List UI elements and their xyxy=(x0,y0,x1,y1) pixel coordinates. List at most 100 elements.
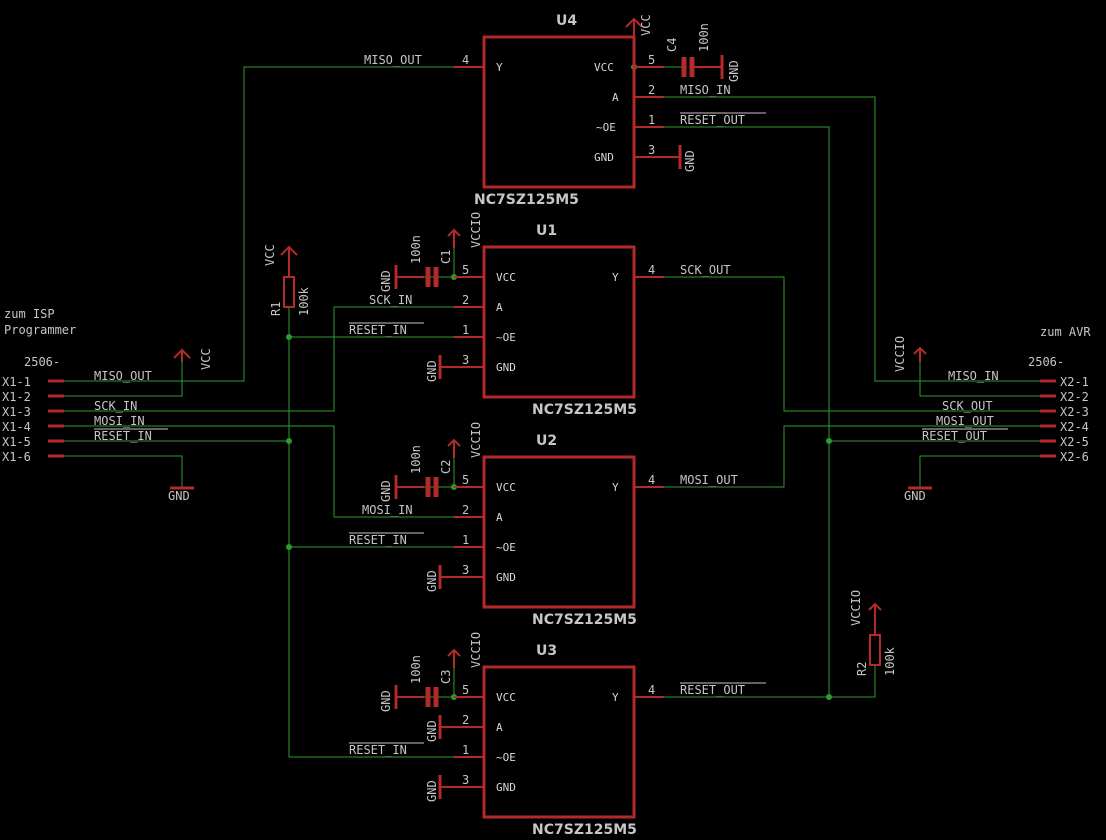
svg-text:GND: GND xyxy=(683,150,697,172)
net-label-sck-in-x1: SCK_IN xyxy=(94,399,137,413)
net-label-mosi-in-x1: MOSI_IN xyxy=(94,414,145,428)
svg-text:C4: C4 xyxy=(665,38,679,52)
supply-vcc-x1: VCC xyxy=(173,348,213,370)
net-label-mosi-out: MOSI_OUT xyxy=(680,473,738,487)
svg-text:R2: R2 xyxy=(855,662,869,676)
net-label-miso-out-x1: MISO_OUT xyxy=(94,369,152,383)
ic-u2-part: NC7SZ125M5 xyxy=(532,612,637,628)
svg-text:2: 2 xyxy=(462,503,469,517)
svg-text:2: 2 xyxy=(648,83,655,97)
ic-u1-part: NC7SZ125M5 xyxy=(532,402,637,418)
svg-text:5: 5 xyxy=(462,263,469,277)
svg-text:~OE: ~OE xyxy=(496,541,516,554)
svg-text:1: 1 xyxy=(462,743,469,757)
svg-text:VCCIO: VCCIO xyxy=(469,212,483,248)
svg-text:R1: R1 xyxy=(269,302,283,316)
svg-text:Y: Y xyxy=(496,61,503,74)
gnd-u3-pin3: GND xyxy=(425,775,442,802)
wire-miso-in xyxy=(634,96,1040,382)
svg-text:VCCIO: VCCIO xyxy=(849,590,863,626)
net-label-miso-in-x2: MISO_IN xyxy=(948,369,999,383)
x2-pin-4: X2-4 xyxy=(1060,420,1089,434)
resistor-r1: R1 100k xyxy=(269,260,311,316)
svg-text:100k: 100k xyxy=(297,286,311,316)
net-label-reset-in-u3: RESET_IN xyxy=(349,743,407,757)
x1-pin-6: X1-6 xyxy=(2,450,31,464)
svg-text:A: A xyxy=(496,511,503,524)
svg-text:GND: GND xyxy=(425,570,439,592)
svg-text:GND: GND xyxy=(425,780,439,802)
ic-u2-name: U2 xyxy=(536,433,557,449)
wire-reset-in xyxy=(62,307,484,758)
svg-text:~OE: ~OE xyxy=(596,121,616,134)
svg-text:VCC: VCC xyxy=(639,14,653,36)
wire-miso-out xyxy=(62,66,484,382)
x2-pin-3: X2-3 xyxy=(1060,405,1089,419)
net-label-sck-out-x2: SCK_OUT xyxy=(942,399,993,413)
svg-text:GND: GND xyxy=(496,781,516,794)
svg-text:Y: Y xyxy=(612,271,619,284)
capacitor-c4: C4 100n xyxy=(665,23,711,77)
svg-text:5: 5 xyxy=(648,53,655,67)
svg-text:2: 2 xyxy=(462,293,469,307)
net-label-reset-in-x1: RESET_IN xyxy=(94,429,152,443)
svg-text:VCCIO: VCCIO xyxy=(469,632,483,668)
svg-text:3: 3 xyxy=(648,143,655,157)
svg-text:4: 4 xyxy=(462,53,469,67)
connector-x2: zum AVR 2506- X2-1 X2-2 X2-3 X2-4 X2-5 X… xyxy=(1028,325,1091,464)
capacitor-c3: C3 100n xyxy=(409,655,453,707)
ic-u3-part: NC7SZ125M5 xyxy=(532,822,637,838)
svg-text:C1: C1 xyxy=(439,250,453,264)
x2-pin-1: X2-1 xyxy=(1060,375,1089,389)
svg-text:A: A xyxy=(612,91,619,104)
svg-text:~OE: ~OE xyxy=(496,751,516,764)
wire-mosi-in xyxy=(62,425,484,518)
x2-pin-5: X2-5 xyxy=(1060,435,1089,449)
x2-pin-2: X2-2 xyxy=(1060,390,1089,404)
svg-text:3: 3 xyxy=(462,563,469,577)
svg-text:GND: GND xyxy=(379,690,393,712)
gnd-u3-pin2: GND xyxy=(425,715,442,742)
gnd-c3: GND xyxy=(379,685,424,712)
ic-u2[interactable]: U2 NC7SZ125M5 VCC A ~OE GND Y 5 2 1 3 4 xyxy=(440,433,664,628)
svg-text:GND: GND xyxy=(727,60,741,82)
svg-text:~OE: ~OE xyxy=(496,331,516,344)
svg-text:5: 5 xyxy=(462,473,469,487)
wire-x1-vcc-gnd xyxy=(62,360,183,488)
gnd-u4-pin3: GND xyxy=(678,145,697,172)
svg-text:C2: C2 xyxy=(439,460,453,474)
gnd-c1: GND xyxy=(379,265,424,292)
junction-dots xyxy=(286,64,832,700)
svg-text:VCC: VCC xyxy=(263,244,277,266)
ic-u4[interactable]: U4 NC7SZ125M5 Y VCC A ~OE GND 4 5 2 1 3 xyxy=(454,13,680,208)
gnd-c2: GND xyxy=(379,475,424,502)
supply-vccio-x2: VCCIO xyxy=(893,336,927,372)
net-labels: MISO_OUT MISO_IN RESET_OUT SCK_IN RESET_… xyxy=(94,53,1008,757)
svg-text:GND: GND xyxy=(425,360,439,382)
x2-pin-6: X2-6 xyxy=(1060,450,1089,464)
x1-pin-2: X1-2 xyxy=(2,390,31,404)
svg-text:1: 1 xyxy=(462,533,469,547)
svg-text:4: 4 xyxy=(648,263,655,277)
wire-sck-in xyxy=(62,306,484,412)
net-label-mosi-in-u2: MOSI_IN xyxy=(362,503,413,517)
ic-u1[interactable]: U1 NC7SZ125M5 VCC A ~OE GND Y 5 2 1 3 4 xyxy=(440,223,664,418)
svg-text:GND: GND xyxy=(496,361,516,374)
x1-title-line2: Programmer xyxy=(4,323,76,337)
net-label-reset-in-u1: RESET_IN xyxy=(349,323,407,337)
svg-text:100n: 100n xyxy=(409,445,423,474)
gnd-u2-pin3: GND xyxy=(425,565,442,592)
net-label-sck-out: SCK_OUT xyxy=(680,263,731,277)
x2-type: 2506- xyxy=(1028,355,1064,369)
net-label-miso-out: MISO_OUT xyxy=(364,53,422,67)
svg-text:VCC: VCC xyxy=(496,481,516,494)
supply-vccio-u3: VCCIO xyxy=(447,632,483,668)
svg-text:GND: GND xyxy=(904,489,926,503)
ic-u3[interactable]: U3 NC7SZ125M5 VCC A ~OE GND Y 5 2 1 3 4 xyxy=(440,643,664,838)
svg-text:100n: 100n xyxy=(409,235,423,264)
svg-text:1: 1 xyxy=(648,113,655,127)
svg-text:3: 3 xyxy=(462,353,469,367)
x1-pin-4: X1-4 xyxy=(2,420,31,434)
supply-vcc-r1: VCC xyxy=(263,244,298,266)
